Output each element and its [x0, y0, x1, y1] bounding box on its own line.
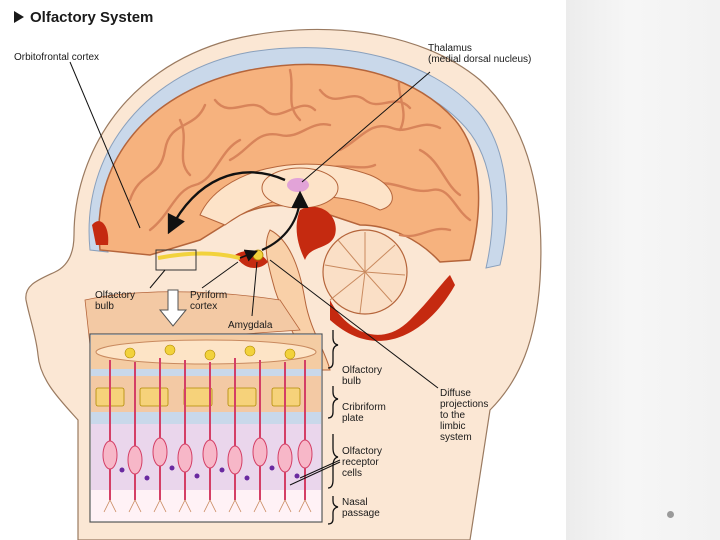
olfactory-tract — [157, 251, 241, 260]
label-nasal: Nasal passage — [342, 497, 380, 519]
bulb-box — [155, 249, 197, 271]
tentorium-red — [330, 275, 455, 341]
nasal-cavity — [84, 291, 301, 346]
arrow-to-thalamus — [261, 190, 309, 252]
bullet-triangle-icon — [14, 11, 24, 23]
diagram-title: Olfactory System — [14, 9, 153, 26]
thalamus-nucleus — [287, 178, 309, 192]
inset-panel — [89, 333, 323, 523]
inset-arrow — [158, 289, 188, 327]
olfactory-diagram — [25, 28, 542, 540]
label-pyriform: Pyriform cortex — [190, 290, 228, 312]
receptor-leaders — [289, 459, 341, 486]
label-thalamus: Thalamus (medial dorsal nucleus) — [428, 43, 532, 65]
inset-braces — [327, 330, 339, 525]
cerebellum-arbor — [324, 232, 406, 314]
label-amygdala: Amygdala — [228, 320, 273, 331]
leader-lines — [69, 61, 439, 389]
arrow-to-amygdala — [239, 249, 258, 262]
slide-dot — [667, 511, 674, 518]
hypothalamus-red — [296, 206, 336, 260]
diagram-title-text: Olfactory System — [30, 9, 154, 26]
arrow-to-orbitofrontal — [167, 171, 286, 235]
frontal-sinus — [92, 221, 109, 245]
label-inset-bulb: Olfactory bulb — [342, 365, 383, 387]
label-receptor: Olfactory receptor cells — [342, 446, 383, 479]
side-panel — [566, 0, 720, 540]
label-diffuse: Diffuse projections to the limbic system — [440, 388, 489, 443]
label-olfactory-bulb: Olfactory bulb — [95, 290, 136, 312]
label-cribriform: Cribriform plate — [342, 402, 386, 424]
label-orbitofrontal: Orbitofrontal cortex — [14, 52, 100, 63]
